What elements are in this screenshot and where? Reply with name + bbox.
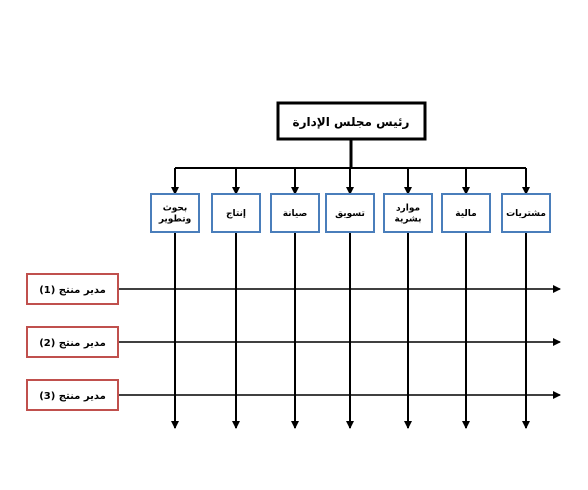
- department-box: [441, 193, 491, 233]
- connectors-layer: [118, 139, 561, 429]
- department-box: [383, 193, 433, 233]
- product-manager-box: [26, 379, 119, 411]
- product-manager-label: مدير منتج (2): [39, 338, 106, 349]
- product-manager-label: مدير منتج (3): [39, 391, 106, 402]
- department-label: صيانة: [283, 209, 308, 219]
- department-box: [211, 193, 261, 233]
- department-box: [325, 193, 375, 233]
- product-manager-label: مدير منتج (1): [39, 285, 106, 296]
- department-label: إنتاج: [226, 209, 246, 219]
- board-chairman-label: رئيس مجلس الإدارة: [293, 115, 410, 129]
- department-label: مالية: [455, 209, 476, 219]
- product-manager-box: [26, 273, 119, 305]
- department-label: موارد: [396, 204, 420, 214]
- department-label: بشرية: [395, 215, 422, 225]
- department-node-production[interactable]: إنتاج: [211, 193, 261, 233]
- department-box: [501, 193, 551, 233]
- department-box: [150, 193, 200, 233]
- department-label: تسويق: [335, 209, 365, 219]
- department-node-marketing[interactable]: تسويق: [325, 193, 375, 233]
- department-label: وتطوير: [158, 215, 191, 225]
- product-manager-node-pm3[interactable]: مدير منتج (3): [26, 379, 119, 411]
- department-node-finance[interactable]: مالية: [441, 193, 491, 233]
- board-chairman-box: [276, 101, 427, 141]
- board-chairman-node[interactable]: رئيس مجلس الإدارة: [276, 101, 427, 141]
- department-node-maintenance[interactable]: صيانة: [270, 193, 320, 233]
- product-manager-box: [26, 326, 119, 358]
- department-box: [270, 193, 320, 233]
- department-label: بحوث: [163, 204, 188, 214]
- product-managers-layer: مدير منتج (1) مدير منتج (2) مدير منتج (3): [26, 273, 119, 411]
- product-manager-node-pm1[interactable]: مدير منتج (1): [26, 273, 119, 305]
- department-node-purchasing[interactable]: مشتريات: [501, 193, 551, 233]
- department-label: مشتريات: [506, 209, 546, 219]
- product-manager-node-pm2[interactable]: مدير منتج (2): [26, 326, 119, 358]
